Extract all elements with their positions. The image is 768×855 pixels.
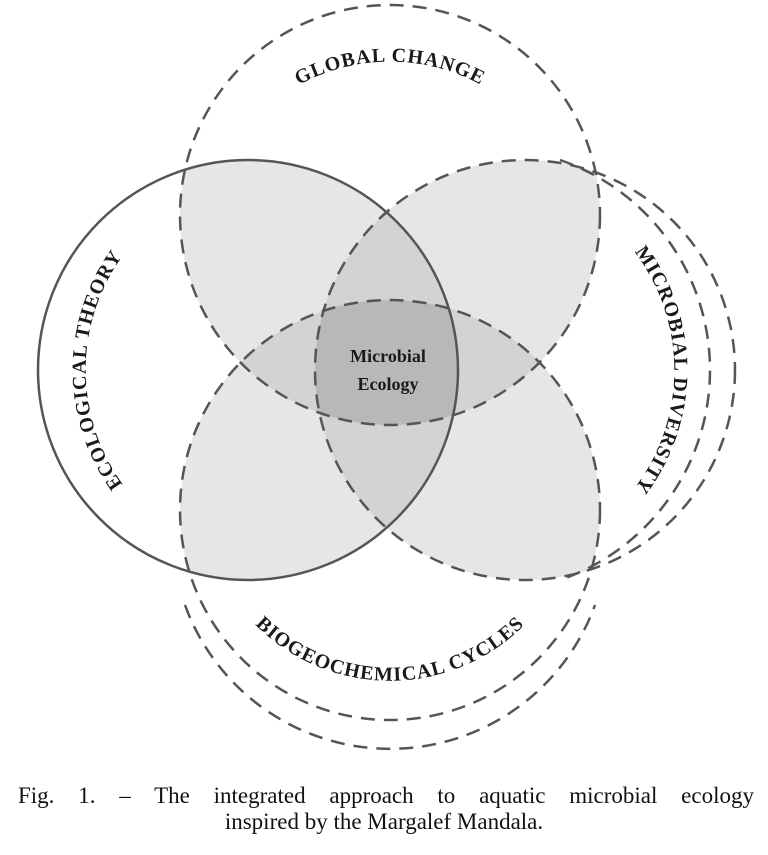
label-microbial-diversity: MICROBIAL DIVERSITY	[630, 242, 691, 498]
venn-diagram: GLOBAL CHANGE MICROBIAL DIVERSITY BIOGEO…	[36, 3, 737, 751]
label-biogeochemical-cycles: BIOGEOCHEMICAL CYCLES	[252, 612, 529, 686]
center-label-line2: Ecology	[358, 374, 419, 394]
center-label-line1: Microbial	[350, 346, 426, 366]
figure-caption: Fig. 1. – The integrated approach to aqu…	[0, 783, 768, 835]
outer-rim-bio	[183, 604, 597, 751]
label-global-change: GLOBAL CHANGE	[291, 45, 489, 90]
caption-line1: Fig. 1. – The integrated approach to aqu…	[18, 783, 754, 808]
label-ecological-theory: ECOLOGICAL THEORY	[69, 246, 127, 494]
caption-line2: inspired by the Margalef Mandala.	[224, 809, 544, 834]
outer-rim-diversity	[559, 158, 712, 582]
